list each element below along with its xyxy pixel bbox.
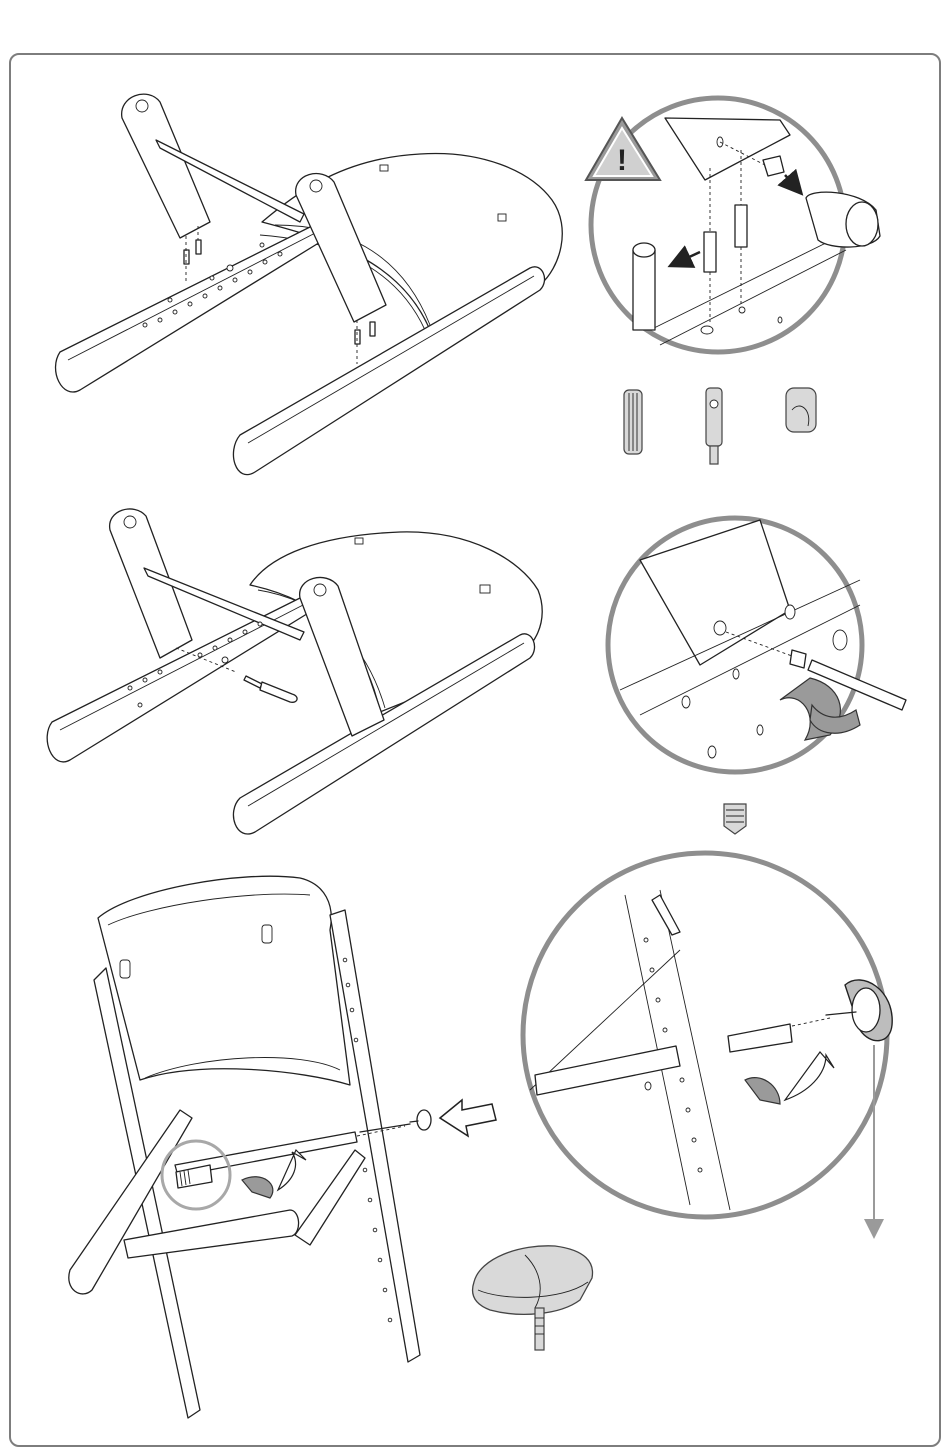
step-2-zoom-detail xyxy=(608,518,906,772)
step-2-frame-illustration xyxy=(47,509,542,834)
dowel-icon xyxy=(624,390,642,454)
step-3-zoom-detail xyxy=(523,853,892,1235)
step-1-zoom-detail xyxy=(591,98,880,352)
warning-symbol: ! xyxy=(617,144,627,177)
footrest-knob-icon xyxy=(473,1246,593,1350)
warning-triangle-icon: ! xyxy=(586,118,660,180)
cam-bolt-icon xyxy=(706,388,722,464)
step-1-frame-illustration xyxy=(56,94,563,474)
threaded-insert-icon xyxy=(724,804,746,834)
cam-nut-icon xyxy=(786,388,816,432)
step-3-chair-illustration xyxy=(69,876,496,1418)
